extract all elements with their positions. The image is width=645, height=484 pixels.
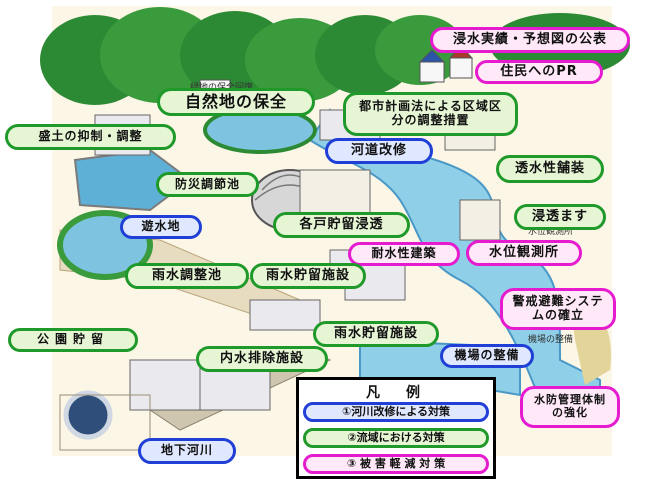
houses xyxy=(199,45,474,99)
label-natural-land-conservation: 自然地の保全 xyxy=(157,88,315,116)
legend-item-damage-mitigation: ③ 被 害 軽 減 対 策 xyxy=(303,454,489,474)
label-rainwater-storage-1: 雨水貯留施設 xyxy=(250,263,366,289)
legend: 凡 例 ①河川改修による対策 ②流域における対策 ③ 被 害 軽 減 対 策 xyxy=(296,377,496,479)
label-rainwater-storage-2: 雨水貯留施設 xyxy=(313,321,439,347)
label-park-storage: 公園貯留 xyxy=(8,328,138,352)
label-disaster-regulating-pond: 防災調節池 xyxy=(156,172,259,197)
label-water-level-station: 水位観測所 xyxy=(466,240,582,266)
label-rainwater-regulating-pond: 雨水調整池 xyxy=(125,263,249,289)
label-pump-station-improvement: 機場の整備 xyxy=(440,344,534,368)
label-flood-map-publication: 浸水実績・予想図の公表 xyxy=(430,27,630,53)
legend-item-basin-measures: ②流域における対策 xyxy=(303,428,489,448)
label-flood-fighting-management: 水防管理体制の強化 xyxy=(520,386,620,428)
label-resident-pr: 住民へのPR xyxy=(475,60,603,84)
label-retention-basin: 遊水地 xyxy=(120,215,202,239)
label-river-channel-improvement: 河道改修 xyxy=(325,138,433,164)
label-warning-evacuation-system: 警戒避難システムの確立 xyxy=(500,288,616,330)
underground-tunnel xyxy=(63,390,113,440)
legend-item-river-improvement: ①河川改修による対策 xyxy=(303,402,489,422)
label-landfill-control: 盛土の抑制・調整 xyxy=(5,124,176,150)
label-water-resistant-building: 耐水性建築 xyxy=(348,242,460,266)
legend-title: 凡 例 xyxy=(366,385,426,401)
label-underground-river: 地下河川 xyxy=(138,438,236,464)
pump-station-text: 機場の整備 xyxy=(528,335,574,345)
label-inland-water-drainage: 内水排除施設 xyxy=(196,346,328,372)
water-level-station-text: 水位観測所 xyxy=(528,227,574,237)
label-urban-planning-zoning: 都市計画法による区域区分の調整措置 xyxy=(343,92,518,136)
label-infiltration-basin: 浸透ます xyxy=(514,204,606,230)
label-household-storage: 各戸貯留浸透 xyxy=(273,212,410,238)
label-permeable-pavement: 透水性舗装 xyxy=(496,155,604,183)
